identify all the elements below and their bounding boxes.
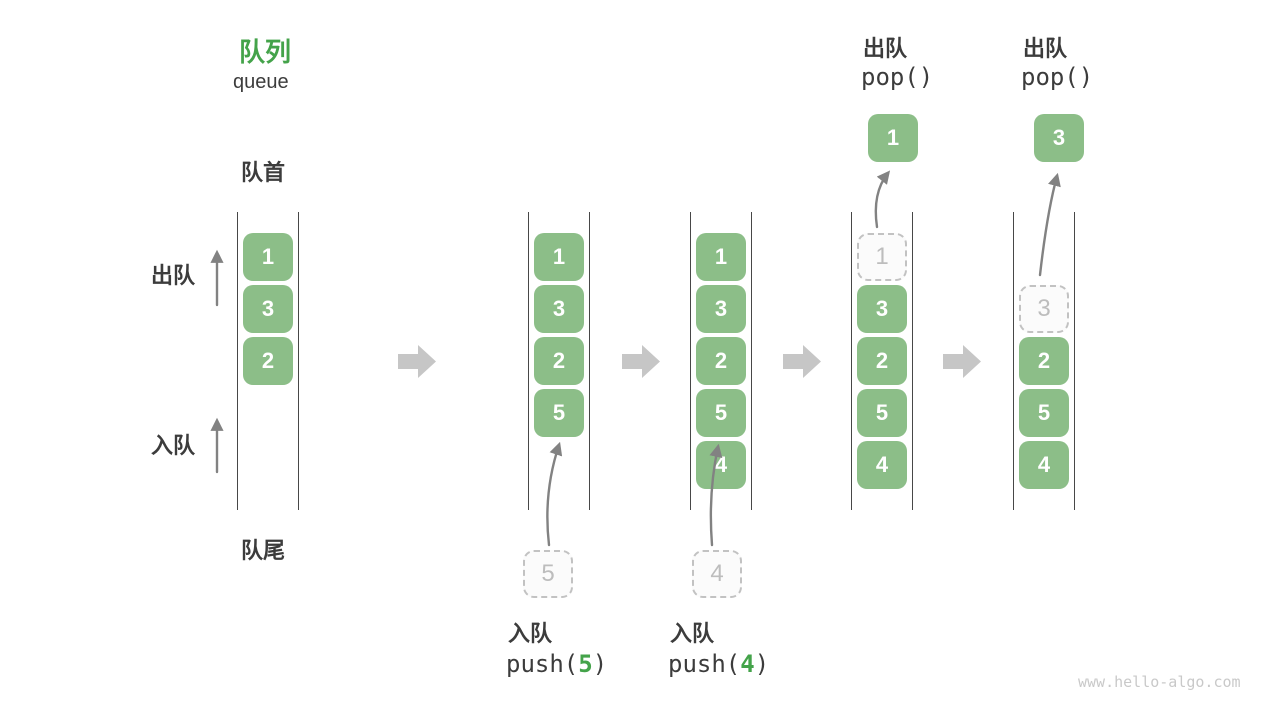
queue-stage-3: 1 3 2 5 4 [690, 212, 752, 510]
popped-item: 1 [868, 114, 918, 162]
page-subtitle: queue [233, 71, 289, 93]
queue-item: 1 [243, 233, 293, 281]
queue-item: 3 [534, 285, 584, 333]
queue-item: 2 [243, 337, 293, 385]
queue-item: 4 [857, 441, 907, 489]
queue-item: 4 [696, 441, 746, 489]
queue-item: 4 [1019, 441, 1069, 489]
queue-item: 2 [857, 337, 907, 385]
arrow-right-icon [943, 345, 981, 378]
page-title: 队列 [239, 37, 292, 67]
dequeue-op-label: 出队 [863, 36, 908, 61]
code-fn: push( [668, 650, 741, 678]
enqueue-op-code: push(5) [506, 650, 607, 678]
queue-stage-5: 3 2 5 4 [1013, 212, 1075, 510]
queue-item: 5 [534, 389, 584, 437]
queue-item: 3 [857, 285, 907, 333]
code-arg: 5 [578, 650, 593, 678]
code-arg: 4 [740, 650, 755, 678]
queue-item: 5 [857, 389, 907, 437]
queue-stage-2: 1 3 2 5 [528, 212, 590, 510]
ghost-item: 1 [857, 233, 907, 281]
enqueue-op-code: push(4) [668, 650, 769, 678]
dequeue-op-code: pop() [1021, 63, 1094, 91]
arrow-right-icon [398, 345, 436, 378]
queue-item: 1 [534, 233, 584, 281]
ghost-item: 3 [1019, 285, 1069, 333]
queue-item: 5 [696, 389, 746, 437]
queue-item: 5 [1019, 389, 1069, 437]
enqueue-op-label: 入队 [670, 621, 715, 646]
arrow-right-icon [783, 345, 821, 378]
code-close: ) [754, 650, 770, 678]
queue-stage-4: 1 3 2 5 4 [851, 212, 913, 510]
queue-item: 3 [696, 285, 746, 333]
watermark: www.hello-algo.com [1078, 673, 1241, 691]
dequeue-op-code: pop() [861, 63, 934, 91]
queue-front-label: 队首 [241, 160, 286, 185]
queue-item: 1 [696, 233, 746, 281]
arrow-right-icon [622, 345, 660, 378]
queue-item: 3 [243, 285, 293, 333]
queue-item: 2 [696, 337, 746, 385]
enqueue-op-label: 入队 [508, 621, 553, 646]
queue-rear-label: 队尾 [241, 538, 286, 563]
dequeue-op-label: 出队 [1023, 36, 1068, 61]
queue-item: 2 [534, 337, 584, 385]
incoming-item: 4 [692, 550, 742, 598]
popped-item: 3 [1034, 114, 1084, 162]
code-close: ) [592, 650, 608, 678]
enqueue-side-label: 入队 [151, 433, 196, 458]
code-fn: push( [506, 650, 579, 678]
dequeue-side-label: 出队 [151, 263, 196, 288]
incoming-item: 5 [523, 550, 573, 598]
queue-stage-1: 1 3 2 [237, 212, 299, 510]
queue-item: 2 [1019, 337, 1069, 385]
